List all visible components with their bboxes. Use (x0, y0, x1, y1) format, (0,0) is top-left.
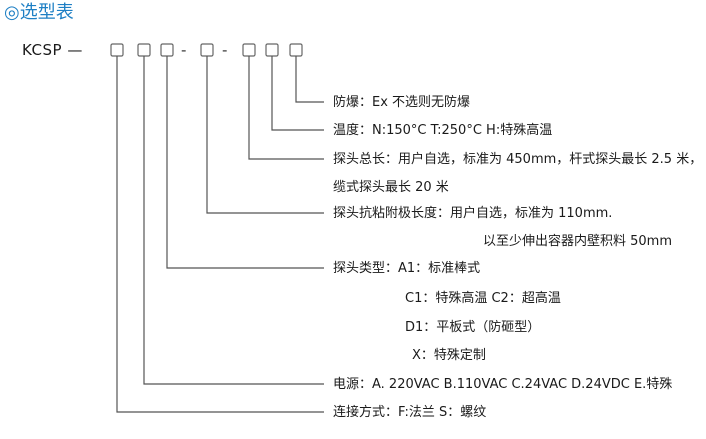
code-box-power (137, 43, 151, 57)
page-title: ◎选型表 (4, 2, 74, 23)
option-probe-type-c: C1：特殊高温 C2：超高温 (405, 291, 561, 306)
option-anti-stick-length-cont: 以至少伸出容器内壁积料 50mm (483, 234, 673, 249)
option-temperature: 温度：N:150°C T:250°C H:特殊高温 (333, 123, 553, 138)
leader-probe-length (248, 56, 324, 160)
option-probe-type-x: X：特殊定制 (412, 348, 486, 363)
code-box-connection (110, 43, 124, 57)
leader-connection (116, 56, 324, 413)
option-connection: 连接方式：F:法兰 S：螺纹 (333, 405, 487, 420)
option-probe-length: 探头总长：用户自选，标准为 450mm，杆式探头最长 2.5 米， (333, 152, 703, 167)
leader-explosion (295, 56, 324, 103)
code-box-temperature (265, 43, 279, 57)
option-probe-length-cont: 缆式探头最长 20 米 (333, 180, 449, 195)
leader-probe-type (166, 56, 324, 269)
option-probe-type-d: D1：平板式（防砸型） (405, 320, 541, 335)
leader-power (143, 56, 324, 385)
option-probe-type: 探头类型：A1：标准棒式 (333, 261, 481, 276)
model-prefix: KCSP — (22, 41, 83, 59)
code-box-explosion (289, 43, 303, 57)
code-box-probe-type (160, 43, 174, 57)
code-box-anti-stick-length (200, 43, 214, 57)
leader-anti-stick-length (206, 56, 324, 214)
option-power: 电源：A. 220VAC B.110VAC C.24VAC D.24VDC E.… (333, 377, 673, 392)
code-separator-2: - (222, 41, 227, 59)
option-anti-stick-length: 探头抗粘附极长度：用户自选，标准为 110mm. (333, 206, 613, 221)
code-separator-1: - (181, 41, 186, 59)
leader-temperature (271, 56, 324, 131)
code-box-probe-length (242, 43, 256, 57)
option-explosion: 防爆：Ex 不选则无防爆 (333, 95, 471, 110)
